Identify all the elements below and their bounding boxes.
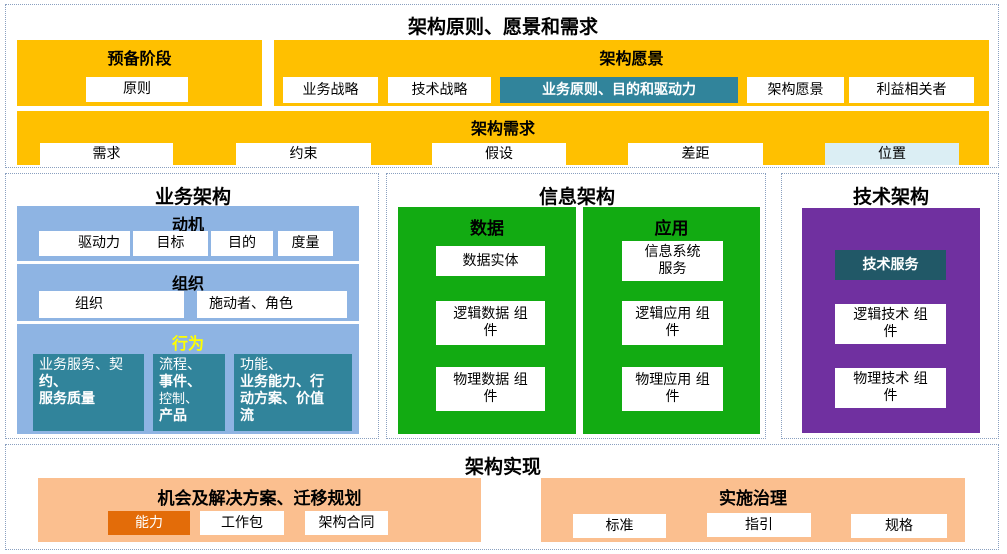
behavior-col2-line3: 控制、 [159,392,199,407]
data-entity-box: 数据实体 [436,246,545,276]
requirement-item-needs: 需求 [40,143,173,165]
standards-box: 标准 [573,514,666,538]
specifications-box: 规格 [851,514,947,538]
work-package-box: 工作包 [200,511,284,535]
requirement-item-constraints: 约束 [236,143,371,165]
opportunities-title: 机会及解决方案、迁移规划 [157,489,362,509]
business-architecture-section: 业务架构 动机 驱动力 目标 目的 度量 组织 组织 施动者、角色 行为 业务服… [5,173,379,439]
behavior-process-events: 流程、 事件、 控制、 产品 [153,354,225,431]
application-group: 应用 信息系统 服务 逻辑应用 组 件 物理应用 组 件 [583,207,760,434]
preliminary-phase: 预备阶段 原则 [17,40,262,106]
behavior-col3-line3: 动方案、价值 [240,391,324,407]
data-group: 数据 数据实体 逻辑数据 组 件 物理数据 组 件 [398,207,576,434]
information-title: 信息架构 [538,186,615,208]
behavior-col1-line1: 业务服务、契 [39,357,123,373]
behavior-col1-line2: 约、 [39,374,67,390]
architecture-contract-box: 架构合同 [305,511,388,535]
technology-architecture-section: 技术架构 技术服务 逻辑技术 组 件 物理技术 组 件 [781,173,999,439]
vision-title: 架构愿景 [599,49,664,68]
behavior-group: 行为 业务服务、契 约、 服务质量 流程、 事件、 控制、 产品 功能、 业务能… [17,324,359,434]
motivation-item-measures: 度量 [278,231,333,256]
requirement-item-location: 位置 [825,143,959,165]
behavior-col3-line4: 流 [240,408,254,424]
business-title: 业务架构 [154,186,231,208]
logical-data-component-box: 逻辑数据 组 件 [436,301,545,345]
principles-vision-requirements-section: 架构原则、愿景和需求 预备阶段 原则 架构愿景 业务战略 技术战略 业务原则、目… [5,4,999,168]
requirement-item-gaps: 差距 [628,143,763,165]
technology-title: 技术架构 [852,186,929,208]
motivation-item-drivers: 驱动力 [39,231,130,256]
realization-title: 架构实现 [464,456,541,478]
technology-group: 技术服务 逻辑技术 组 件 物理技术 组 件 [802,208,980,433]
motivation-item-goals: 目标 [133,231,208,256]
organization-item-org: 组织 [39,291,184,318]
behavior-col2-line2: 事件、 [159,374,201,390]
behavior-col1-line3: 服务质量 [39,391,95,407]
behavior-col2-line4: 产品 [159,408,187,424]
vision-item-technology-strategy: 技术战略 [388,77,491,103]
vision-item-business-principles: 业务原则、目的和驱动力 [500,77,738,103]
organization-group: 组织 组织 施动者、角色 [17,264,359,321]
behavior-col3-line1: 功能、 [240,357,282,373]
behavior-col2-line1: 流程、 [159,357,201,373]
technology-service-box: 技术服务 [835,250,946,280]
motivation-item-objectives: 目的 [211,231,273,256]
organization-item-actors-roles: 施动者、角色 [197,291,347,318]
preliminary-title: 预备阶段 [107,49,172,68]
principles-box: 原则 [86,77,188,102]
physical-technology-component-box: 物理技术 组 件 [835,368,946,408]
vision-item-business-strategy: 业务战略 [283,77,378,103]
section-title: 架构原则、愿景和需求 [407,16,598,38]
governance-title: 实施治理 [719,489,787,509]
behavior-services-contracts: 业务服务、契 约、 服务质量 [33,354,144,431]
application-title: 应用 [654,219,689,239]
data-title: 数据 [470,219,504,239]
opportunities-solutions-group: 机会及解决方案、迁移规划 能力 工作包 架构合同 [38,478,481,542]
organization-title: 组织 [171,274,204,293]
requirement-item-assumptions: 假设 [432,143,566,165]
vision-item-architecture-vision: 架构愿景 [747,77,844,103]
information-system-service-box: 信息系统 服务 [622,241,723,281]
architecture-requirements: 架构需求 需求 约束 假设 差距 位置 [17,111,989,165]
behavior-col3-line2: 业务能力、行 [240,374,324,390]
architecture-vision: 架构愿景 业务战略 技术战略 业务原则、目的和驱动力 架构愿景 利益相关者 [274,40,989,106]
motivation-title: 动机 [171,215,204,234]
behavior-functions-capabilities: 功能、 业务能力、行 动方案、价值 流 [234,354,352,431]
requirements-title: 架构需求 [470,119,535,138]
logical-application-component-box: 逻辑应用 组 件 [622,301,723,345]
vision-item-stakeholders: 利益相关者 [849,77,974,103]
architecture-realization-section: 架构实现 机会及解决方案、迁移规划 能力 工作包 架构合同 实施治理 标准 指引… [5,444,999,550]
implementation-governance-group: 实施治理 标准 指引 规格 [541,478,965,542]
behavior-title: 行为 [171,334,204,353]
physical-data-component-box: 物理数据 组 件 [436,367,545,411]
capability-box: 能力 [108,511,190,535]
motivation-group: 动机 驱动力 目标 目的 度量 [17,206,359,261]
physical-application-component-box: 物理应用 组 件 [622,367,723,411]
information-architecture-section: 信息架构 数据 数据实体 逻辑数据 组 件 物理数据 组 件 应用 信息系统 服… [386,173,766,439]
guidelines-box: 指引 [707,513,811,537]
logical-technology-component-box: 逻辑技术 组 件 [835,304,946,344]
